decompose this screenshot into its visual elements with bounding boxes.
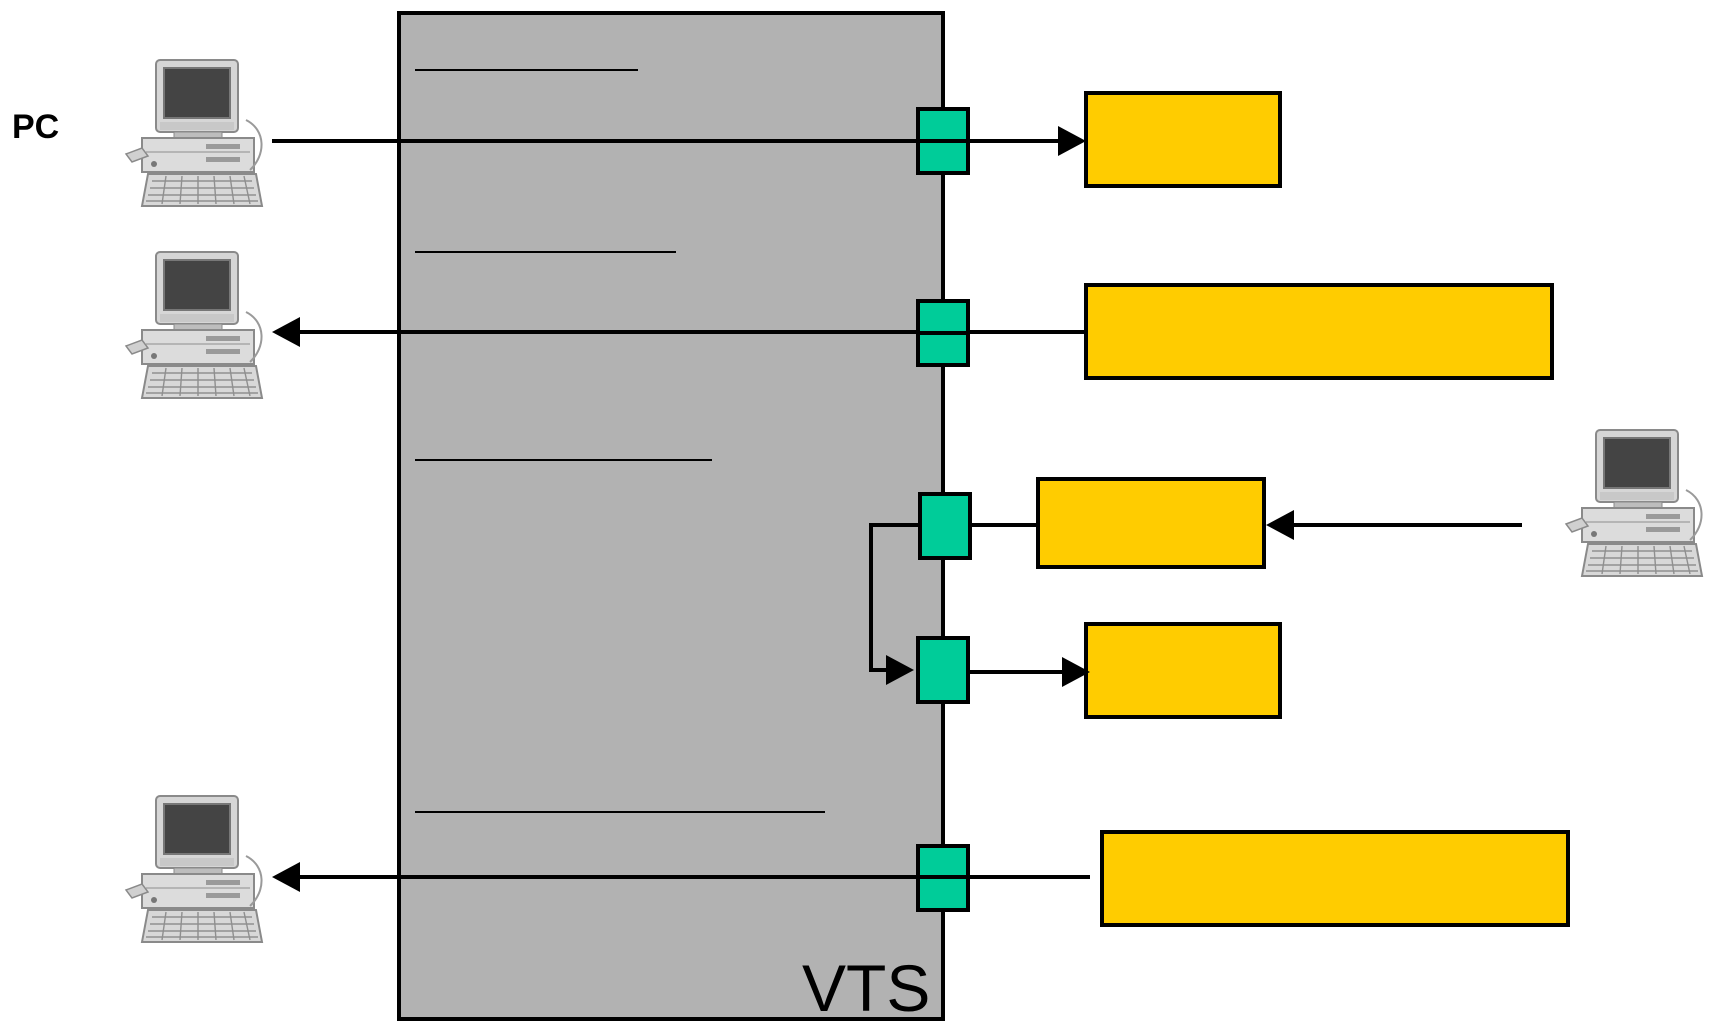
pc-label: PC [12, 108, 59, 146]
port [916, 299, 970, 367]
computer-icon [125, 59, 263, 207]
arrowhead-icon [1266, 510, 1294, 540]
port [916, 636, 970, 704]
port [918, 492, 972, 560]
arrowhead-icon [1062, 657, 1090, 687]
arrowhead-icon [886, 655, 914, 685]
computer-icon [1565, 429, 1703, 577]
port [916, 844, 970, 912]
arrowhead-icon [272, 317, 300, 347]
computer-icon [125, 795, 263, 943]
arrowhead-icon [272, 862, 300, 892]
yellow-box [1036, 477, 1266, 569]
arrowhead-icon [1058, 126, 1086, 156]
loop-connection-line [869, 523, 920, 672]
yellow-box [1084, 91, 1282, 188]
yellow-box [1100, 830, 1570, 927]
yellow-box [1084, 622, 1282, 719]
vts-label: VTS [802, 951, 930, 1021]
computer-icon [125, 251, 263, 399]
yellow-box [1084, 283, 1554, 380]
port [916, 107, 970, 175]
vts-system-block [397, 11, 945, 1021]
